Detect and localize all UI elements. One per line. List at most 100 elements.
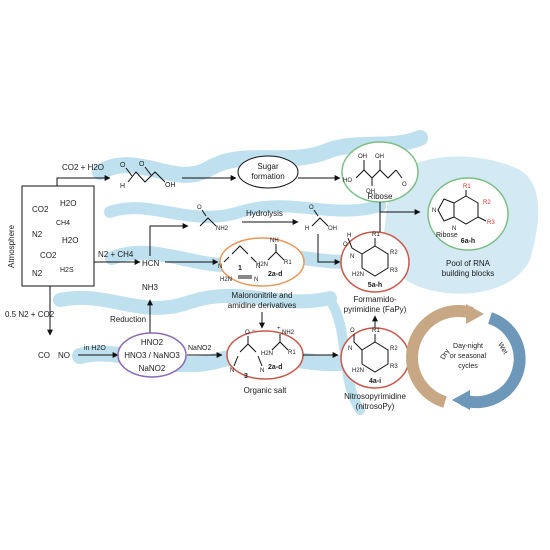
- nucleoside-molecule: [437, 190, 487, 225]
- cycle-label: cycles: [458, 363, 478, 370]
- atom-ho: HO: [343, 178, 352, 184]
- fapy-node: [340, 231, 410, 293]
- atmosphere-label: Atmosphere: [7, 224, 16, 268]
- reactant-in-h2o: in H2O: [84, 345, 106, 352]
- formic-acid-molecule: [311, 209, 329, 227]
- gas-h2o: H2O: [62, 236, 78, 245]
- compound-number: 4a-i: [369, 378, 381, 385]
- ribose-molecule: [355, 160, 403, 186]
- wet-arc: [461, 312, 526, 409]
- atom-nh2: NH2: [282, 330, 295, 336]
- atom-o: O: [309, 205, 314, 211]
- fapy-label: pyrimidine (FaPy): [344, 305, 407, 314]
- dry-wet-cycle: Dry Wet Day-night or seasonal cycles: [406, 304, 526, 410]
- atom-oh: OH: [165, 182, 176, 189]
- reactant-nano2: NaNO2: [188, 345, 211, 352]
- water-stream: [53, 288, 337, 315]
- atom-r2: R2: [390, 346, 398, 352]
- gas-ch4: CH4: [56, 220, 70, 227]
- nitrosopy-label: (nitrosoPy): [356, 402, 395, 411]
- atom-o: O: [120, 162, 126, 169]
- compound-number: 2a-d: [268, 364, 282, 371]
- gas-co: CO: [38, 351, 50, 360]
- pool-node: [427, 177, 509, 251]
- atom-n: N: [218, 264, 222, 270]
- atom-n: N: [432, 208, 436, 214]
- compound-number: 5a-h: [368, 282, 382, 289]
- hydrolysis-label: Hydrolysis: [246, 209, 283, 218]
- atom-oh: OH: [366, 189, 375, 195]
- atom-minus: −: [252, 328, 256, 334]
- gas-n2: N2: [32, 230, 43, 239]
- atom-oh: OH: [358, 154, 367, 160]
- fapy-molecule: [347, 237, 389, 277]
- atom-nh: NH: [270, 238, 279, 244]
- atom-h2n: H2N: [220, 277, 232, 283]
- atom-o: O: [350, 328, 355, 334]
- compound-number: 6a-h: [461, 238, 475, 245]
- atom-h2n: H2N: [261, 351, 273, 357]
- atom-r3: R3: [487, 220, 495, 226]
- malononitrile-molecule: [223, 244, 285, 279]
- sugar-formation-label: Sugar: [257, 162, 279, 171]
- water-stream: [104, 200, 386, 223]
- gas-no: NO: [58, 351, 70, 360]
- atom-oh: OH: [375, 154, 384, 160]
- wet-label: Wet: [496, 342, 508, 356]
- atom-oh: OH: [328, 226, 337, 232]
- organic-salt-molecule: [233, 334, 289, 367]
- gas-co2: CO2: [32, 205, 49, 214]
- atom-n: N: [230, 368, 234, 374]
- atom-n: N: [254, 277, 258, 283]
- atom-h2n: H2N: [352, 368, 364, 374]
- atom-o: O: [139, 161, 145, 168]
- atom-r1: R1: [463, 184, 471, 190]
- nh3-label: NH3: [142, 283, 159, 292]
- atom-plus: +: [277, 326, 281, 332]
- organic-salt-label: Organic salt: [244, 386, 287, 395]
- reduction-label: Reduction: [110, 315, 146, 324]
- gas-n2: N2: [32, 269, 43, 278]
- nitrosopy-label: Nitrosopyrimidine: [344, 392, 406, 401]
- atom-n: N: [350, 254, 354, 260]
- nitrites-node: [117, 332, 187, 378]
- atom-n: N: [348, 346, 352, 352]
- atom-r1: R1: [372, 232, 380, 238]
- dry-arrowhead: [466, 304, 484, 324]
- pool-label: Pool of RNA: [446, 259, 491, 268]
- atom-r1: R1: [284, 260, 292, 266]
- nitrite-hno3: HNO3 / NaNO3: [124, 351, 180, 360]
- malononitrile-node: [219, 237, 305, 287]
- atom-h: H: [347, 233, 351, 239]
- pool-ribose-label: Ribose: [436, 232, 458, 239]
- reactant-n2-co2: 0.5 N2 + CO2: [5, 310, 55, 319]
- gas-h2s: H2S: [60, 267, 74, 274]
- malononitrile-label: Malononitrile and: [232, 291, 293, 300]
- atom-o: O: [197, 205, 202, 211]
- reactant-n2-ch4: N2 + CH4: [98, 250, 134, 259]
- wet-arrowhead: [452, 390, 470, 410]
- cycle-label: or seasonal: [450, 353, 487, 360]
- atom-r1: R1: [372, 328, 380, 334]
- atom-h: H: [120, 183, 125, 190]
- compound-number: 1: [238, 265, 242, 272]
- arrow-to-formamide: [149, 223, 189, 256]
- fapy-label: Formamido-: [353, 295, 396, 304]
- arrow-to-glycolaldehyde: [56, 175, 111, 186]
- atom-h2n: H2N: [352, 272, 364, 278]
- ribose-label: Ribose: [368, 192, 393, 201]
- atom-o: O: [343, 242, 348, 248]
- atom-h: H: [305, 226, 309, 232]
- atom-o: O: [245, 330, 250, 336]
- arrow-to-fapy: [317, 234, 341, 265]
- dry-arc: [406, 305, 474, 408]
- atom-n: N: [260, 368, 264, 374]
- nitrite-nano2: NaNO2: [139, 364, 166, 373]
- atom-n: N: [452, 226, 456, 232]
- reactant-co2-h2o: CO2 + H2O: [62, 163, 104, 172]
- atom-r3: R3: [390, 268, 398, 274]
- sugar-formation-label: formation: [251, 172, 284, 181]
- malononitrile-label: amidine derivatives: [228, 301, 296, 310]
- gas-h2o: H2O: [60, 199, 76, 208]
